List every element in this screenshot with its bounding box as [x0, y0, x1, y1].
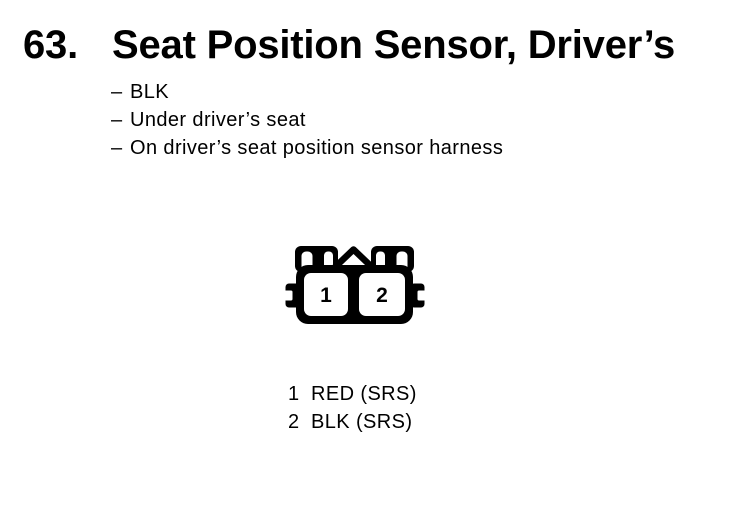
list-item: – Under driver’s seat — [111, 106, 503, 134]
pin-row: 1 RED (SRS) — [288, 380, 417, 408]
bullet-dash: – — [111, 137, 123, 159]
pin-legend: 1 RED (SRS) 2 BLK (SRS) — [288, 380, 417, 436]
pin-color-label: RED (SRS) — [311, 383, 417, 405]
detail-text: On driver’s seat position sensor harness — [130, 137, 504, 159]
alignment-peak — [328, 246, 379, 274]
pin-color-label: BLK (SRS) — [311, 411, 413, 433]
list-item: – On driver’s seat position sensor harne… — [111, 134, 503, 162]
section-heading: 63. Seat Position Sensor, Driver’s — [23, 23, 675, 67]
connector-diagram: 1 2 — [283, 242, 427, 330]
page-title: Seat Position Sensor, Driver’s — [112, 23, 676, 67]
pin-row: 2 BLK (SRS) — [288, 408, 417, 436]
bullet-dash: – — [111, 81, 123, 103]
pin-number: 2 — [288, 411, 300, 433]
detail-list: – BLK – Under driver’s seat – On driver’… — [111, 78, 503, 162]
cavity-1-label: 1 — [320, 284, 332, 307]
side-lug-right — [410, 283, 427, 308]
detail-text: Under driver’s seat — [130, 109, 306, 131]
bullet-dash: – — [111, 109, 123, 131]
pin-number: 1 — [288, 383, 300, 405]
detail-text: BLK — [130, 81, 170, 103]
list-item: – BLK — [111, 78, 503, 106]
cavity-1 — [304, 273, 348, 316]
cavity-2-label: 2 — [376, 284, 388, 307]
connector-graphic-icon: 1 2 — [283, 246, 427, 324]
section-number: 63. — [23, 23, 79, 67]
cavity-2 — [359, 273, 405, 316]
